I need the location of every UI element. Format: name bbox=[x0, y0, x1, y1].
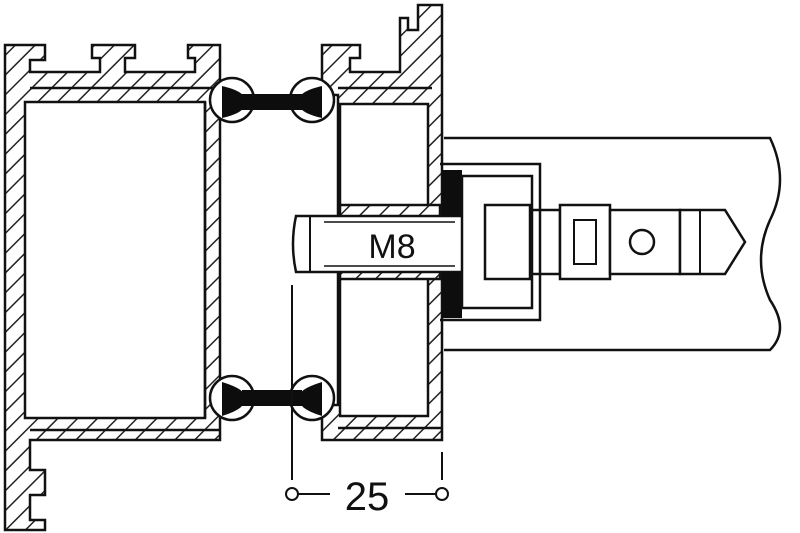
left-chamber bbox=[23, 100, 207, 420]
thermal-break-top bbox=[208, 76, 336, 124]
dimension-annotation: 25 bbox=[285, 285, 449, 519]
dimension-label: 25 bbox=[345, 475, 390, 519]
thread-label: M8 bbox=[368, 228, 415, 266]
thermal-break-bottom bbox=[208, 374, 336, 422]
panel-body bbox=[444, 136, 782, 352]
left-frame-profile bbox=[3, 43, 234, 532]
threaded-bolt: M8 bbox=[291, 162, 747, 322]
